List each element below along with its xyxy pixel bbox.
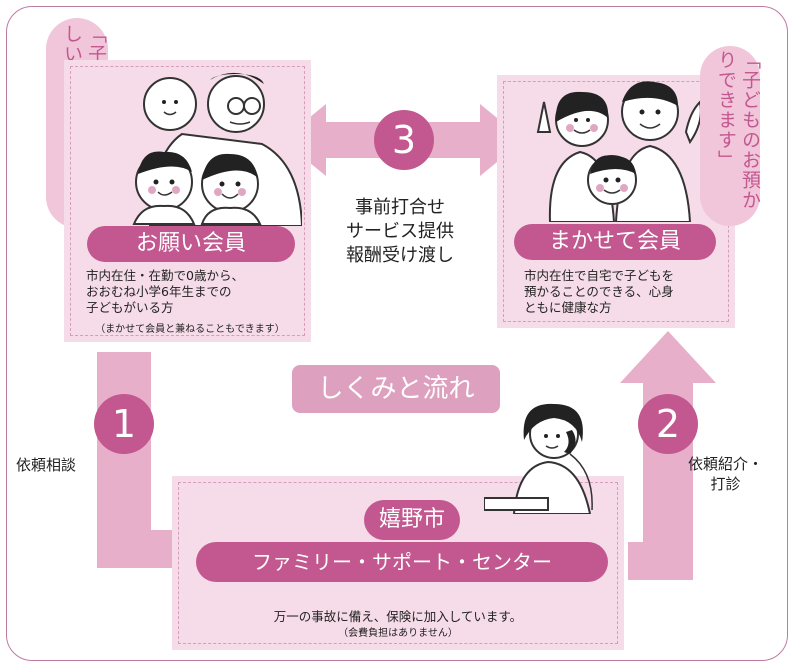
center-city-badge: 嬉野市 <box>364 500 460 540</box>
step-3-line: 事前打合せ <box>355 197 445 218</box>
page-title: しくみと流れ <box>292 365 500 413</box>
right-quote-bubble <box>700 46 760 226</box>
step-3-line: 報酬受け渡し <box>346 245 454 266</box>
family-illustration-right <box>536 81 702 222</box>
center-name-badge: ファミリー・サポート・センター <box>196 542 608 582</box>
makasete-desc-line: 預かることのできる、心身 <box>524 284 674 299</box>
onegai-description: 市内在住・在勤で0歳から、 おおむね小学6年生までの 子どもがいる方 <box>86 268 306 316</box>
step-1-number: 1 <box>94 394 154 454</box>
step-3-number: 3 <box>374 110 434 170</box>
step-2-label: 依頼紹介・ 打診 <box>688 454 763 494</box>
center-dashed-frame <box>178 482 618 644</box>
arrow-2-flow <box>620 331 716 580</box>
makasete-member-badge: まかせて会員 <box>514 224 716 260</box>
onegai-dashed-frame <box>70 66 305 336</box>
center-description: 万一の事故に備え、保険に加入しています。 <box>273 609 523 624</box>
step-1-label: 依頼相談 <box>16 456 77 474</box>
onegai-desc-line: 市内在住・在勤で0歳から、 <box>86 268 244 283</box>
step-3-line: サービス提供 <box>346 221 454 242</box>
outer-frame <box>6 6 788 661</box>
makasete-desc-line: 市内在住で自宅で子どもを <box>524 268 675 283</box>
onegai-desc-line: おおむね小学6年生までの <box>86 284 232 299</box>
onegai-member-badge: お願い会員 <box>87 226 295 262</box>
operator-illustration <box>484 403 593 514</box>
makasete-desc-line: ともに健康な方 <box>524 300 612 315</box>
step-2-label-line: 打診 <box>710 475 741 493</box>
step-3-text: 事前打合せ サービス提供 報酬受け渡し <box>320 196 480 268</box>
right-quote-text: 「子どものお預かりできます」 <box>715 50 761 210</box>
family-illustration-left <box>132 72 302 226</box>
step-2-label-line: 依頼紹介・ <box>688 455 764 473</box>
step-2-number: 2 <box>638 394 698 454</box>
onegai-note: （まかせて会員と兼ねることもできます） <box>95 324 285 335</box>
onegai-desc-line: 子どもがいる方 <box>86 300 174 315</box>
makasete-description: 市内在住で自宅で子どもを 預かることのできる、心身 ともに健康な方 <box>524 268 724 316</box>
center-note: （会費負担はありません） <box>338 628 458 639</box>
